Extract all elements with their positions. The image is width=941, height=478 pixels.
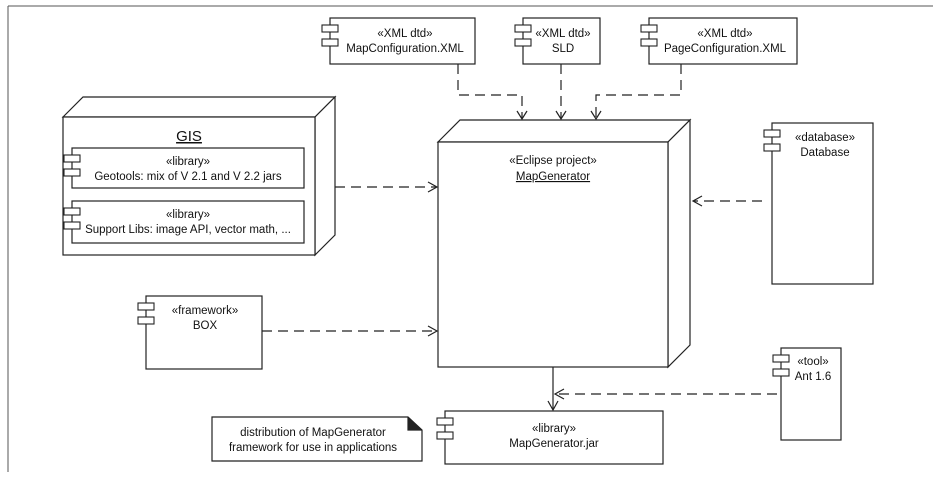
component-icon — [63, 154, 81, 163]
dependency-eclipse-to-jar — [547, 367, 559, 412]
component-icon — [640, 38, 658, 47]
component-box-framework[interactable]: «framework» BOX — [137, 295, 263, 370]
stereotype-label: «XML dtd» — [697, 28, 752, 40]
gis-title: GIS — [176, 128, 202, 145]
library-name: Geotools: mix of V 2.1 and V 2.2 jars — [94, 171, 282, 183]
stereotype-label: «XML dtd» — [377, 28, 432, 40]
component-icon — [514, 24, 532, 33]
component-name: Ant 1.6 — [795, 371, 831, 383]
component-icon — [772, 354, 790, 363]
dependency-pageconfig-to-eclipse — [590, 64, 682, 121]
component-name: SLD — [552, 43, 574, 55]
component-sld[interactable]: «XML dtd» SLD — [514, 17, 601, 65]
component-icon — [63, 207, 81, 216]
note: distribution of MapGenerator framework f… — [211, 416, 423, 462]
component-icon — [321, 24, 339, 33]
dependency-sld-to-eclipse — [555, 64, 567, 121]
geotools-library[interactable]: «library» Geotools: mix of V 2.1 and V 2… — [63, 147, 305, 189]
stereotype-label: «library» — [532, 423, 576, 435]
component-icon — [436, 417, 454, 426]
support-libs-library[interactable]: «library» Support Libs: image API, vecto… — [63, 200, 305, 244]
stereotype-label: «XML dtd» — [535, 28, 590, 40]
component-name: BOX — [193, 320, 218, 332]
component-ant-tool[interactable]: «tool» Ant 1.6 — [772, 347, 842, 441]
diagram-frame — [7, 5, 933, 472]
component-icon — [772, 368, 790, 377]
component-name: MapConfiguration.XML — [346, 43, 464, 55]
component-name: Database — [800, 147, 849, 159]
stereotype-label: «tool» — [797, 356, 828, 368]
eclipse-project-node[interactable]: «Eclipse project» MapGenerator — [436, 118, 692, 369]
dependency-ant-to-build — [553, 388, 777, 400]
component-page-configuration[interactable]: «XML dtd» PageConfiguration.XML — [640, 17, 798, 65]
gis-node[interactable]: GIS «library» Geotools: mix of V 2.1 and… — [61, 95, 337, 257]
stereotype-label: «framework» — [172, 305, 238, 317]
note-line-2: framework for use in applications — [229, 442, 397, 454]
component-icon — [763, 129, 781, 138]
stereotype-label: «Eclipse project» — [509, 155, 597, 167]
node-name: MapGenerator — [516, 171, 590, 183]
component-map-configuration[interactable]: «XML dtd» MapConfiguration.XML — [321, 17, 476, 65]
component-name: PageConfiguration.XML — [664, 43, 787, 55]
component-icon — [137, 302, 155, 311]
component-icon — [63, 168, 81, 177]
dependency-mapconfig-to-eclipse — [457, 64, 528, 121]
stereotype-label: «library» — [166, 156, 210, 168]
stereotype-label: «library» — [166, 209, 210, 221]
component-icon — [763, 143, 781, 152]
component-icon — [640, 24, 658, 33]
component-icon — [436, 431, 454, 440]
component-icon — [137, 316, 155, 325]
component-icon — [63, 221, 81, 230]
component-name: MapGenerator.jar — [509, 438, 599, 450]
dependency-database-to-eclipse — [691, 195, 762, 207]
component-mapgenerator-jar[interactable]: «library» MapGenerator.jar — [436, 410, 664, 465]
library-name: Support Libs: image API, vector math, ..… — [85, 224, 291, 236]
component-icon — [514, 38, 532, 47]
dependency-box-to-eclipse — [262, 325, 439, 337]
dependency-gis-to-eclipse — [335, 181, 439, 193]
component-database[interactable]: «database» Database — [763, 122, 874, 285]
component-icon — [321, 38, 339, 47]
note-line-1: distribution of MapGenerator — [240, 427, 386, 439]
stereotype-label: «database» — [795, 132, 855, 144]
